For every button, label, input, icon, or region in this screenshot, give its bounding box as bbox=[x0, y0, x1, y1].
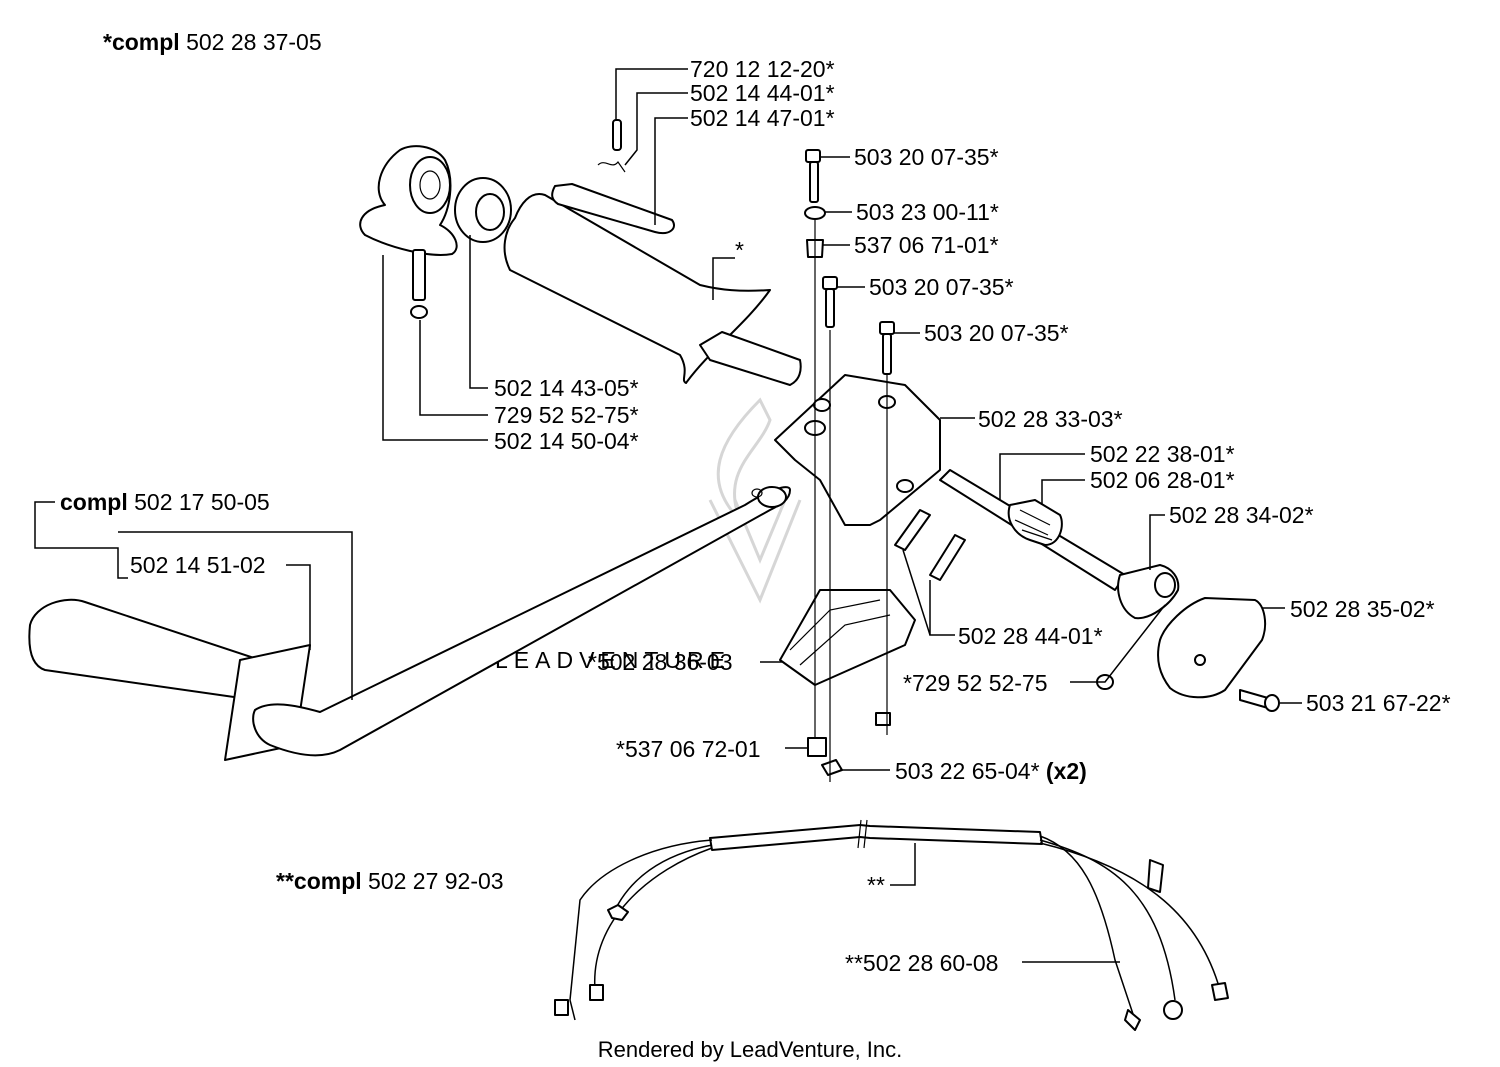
bracket-group bbox=[774, 374, 966, 686]
footer-credit: Rendered by LeadVenture, Inc. bbox=[598, 1037, 903, 1062]
label-star-grip: * bbox=[735, 237, 744, 263]
leader-lines bbox=[34, 68, 1302, 963]
label-502-28-44-01: 502 28 44-01* bbox=[958, 623, 1103, 649]
label-537-06-72-01: *537 06 72-01 bbox=[616, 736, 761, 762]
fasteners-group bbox=[804, 149, 895, 782]
label-729-52-52-75: 729 52 52-75* bbox=[494, 402, 639, 428]
throttle-grip-group bbox=[359, 119, 802, 386]
label-502-22-38-01: 502 22 38-01* bbox=[1090, 441, 1235, 467]
label-729-52-52-75-b: *729 52 52-75 bbox=[903, 670, 1048, 696]
label-503-20-07-35-a: 503 20 07-35* bbox=[854, 144, 999, 170]
label-502-14-44-01: 502 14 44-01* bbox=[690, 80, 835, 106]
wiring-harness-group bbox=[554, 819, 1229, 1031]
label-502-28-60-08: **502 28 60-08 bbox=[845, 950, 998, 976]
label-502-14-51-02: 502 14 51-02 bbox=[130, 552, 266, 578]
label-503-20-07-35-b: 503 20 07-35* bbox=[869, 274, 1014, 300]
label-502-14-43-05: 502 14 43-05* bbox=[494, 375, 639, 401]
switch-group bbox=[939, 469, 1280, 712]
watermark-text: LEADVENTURE bbox=[495, 647, 731, 673]
label-503-22-65-04: 503 22 65-04* (x2) bbox=[895, 758, 1087, 784]
label-537-06-71-01: 537 06 71-01* bbox=[854, 232, 999, 258]
label-502-28-33-03: 502 28 33-03* bbox=[978, 406, 1123, 432]
handle-bar-group bbox=[28, 486, 791, 761]
label-502-14-50-04: 502 14 50-04* bbox=[494, 428, 639, 454]
part-labels: 720 12 12-20* 502 14 44-01* 502 14 47-01… bbox=[60, 56, 1451, 976]
label-720-12-12-20: 720 12 12-20* bbox=[690, 56, 835, 82]
label-502-14-47-01: 502 14 47-01* bbox=[690, 105, 835, 131]
handle-assembly-label: compl 502 17 50-05 bbox=[60, 489, 270, 515]
label-502-28-36-03: *502 28 36-03 bbox=[588, 649, 733, 675]
label-502-06-28-01: 502 06 28-01* bbox=[1090, 467, 1235, 493]
wiring-assembly-label: **compl 502 27 92-03 bbox=[276, 868, 504, 894]
label-503-23-00-11: 503 23 00-11* bbox=[856, 199, 999, 225]
label-double-star: ** bbox=[867, 872, 885, 898]
assembly-title: *compl 502 28 37-05 bbox=[103, 29, 322, 55]
label-502-28-34-02: 502 28 34-02* bbox=[1169, 502, 1314, 528]
label-502-28-35-02: 502 28 35-02* bbox=[1290, 596, 1435, 622]
label-503-21-67-22: 503 21 67-22* bbox=[1306, 690, 1451, 716]
label-503-20-07-35-c: 503 20 07-35* bbox=[924, 320, 1069, 346]
